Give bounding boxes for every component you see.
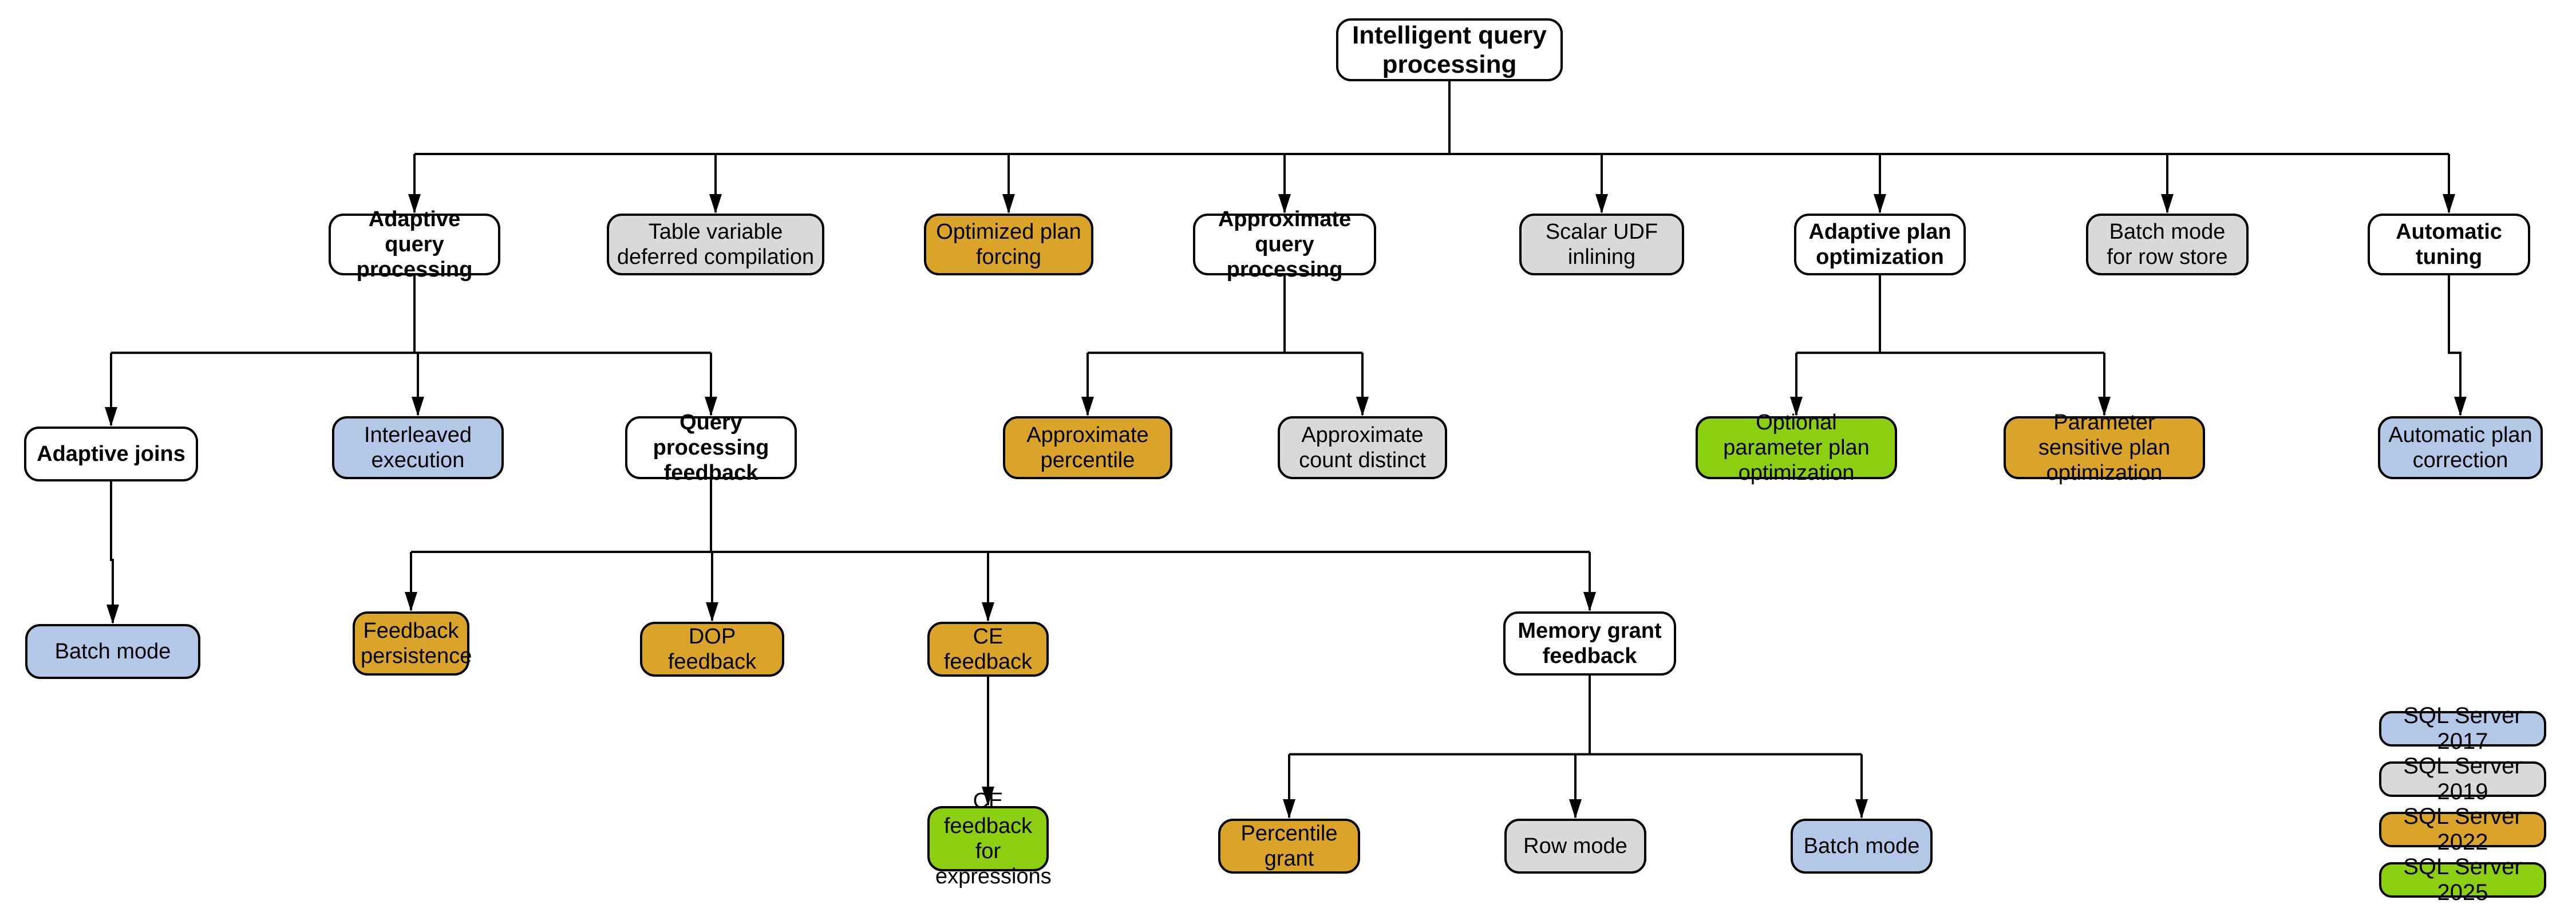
node-label: Automatic plan correction — [2388, 423, 2532, 472]
legend-item-sql-server-2019: SQL Server 2019 — [2379, 753, 2546, 804]
node-label: Optional parameter plan optimization — [1723, 410, 1870, 485]
arrowhead-memory-grant-feedback — [1583, 592, 1596, 611]
arrowhead-row-mode — [1569, 799, 1582, 819]
node-approximate-percentile[interactable]: Approximate percentile — [1003, 416, 1172, 479]
node-label: DOP feedback — [667, 624, 757, 674]
node-parameter-sensitive-plan-optimization[interactable]: Parameter sensitive plan optimization — [2004, 410, 2205, 485]
node-adaptive-joins[interactable]: Adaptive joins — [24, 427, 198, 481]
node-label: Batch mode — [54, 639, 171, 664]
node-label: Optimized plan forcing — [936, 219, 1081, 269]
node-batch-mode[interactable]: Batch mode — [25, 624, 200, 679]
arrowhead-batch-mode — [106, 605, 119, 624]
node-label: Intelligent query processing — [1352, 21, 1547, 78]
arrowhead-adaptive-plan-optimization — [1874, 194, 1886, 214]
node-ce-feedback[interactable]: CE feedback — [927, 622, 1049, 677]
legend-item-sql-server-2022: SQL Server 2022 — [2379, 804, 2546, 855]
node-label: Adaptive plan optimization — [1808, 219, 1951, 269]
node-label: CE feedback — [943, 624, 1033, 674]
arrowhead-batch-mode — [1855, 799, 1868, 819]
node-label: Batch mode — [1803, 834, 1920, 858]
arrowhead-feedback-persistence — [405, 592, 417, 611]
node-optional-parameter-plan-optimization[interactable]: Optional parameter plan optimization — [1696, 410, 1897, 485]
node-scalar-udf-inlining[interactable]: Scalar UDF inlining — [1519, 214, 1684, 275]
arrowhead-interleaved-execution — [412, 397, 424, 416]
node-label: Adaptive joins — [37, 441, 185, 466]
node-batch-mode-for-row-store[interactable]: Batch mode for row store — [2086, 214, 2249, 275]
node-label: Approximate query processing — [1218, 207, 1352, 282]
node-label: Adaptive query processing — [356, 207, 473, 282]
node-label: Automatic tuning — [2396, 219, 2502, 269]
node-label: Interleaved execution — [364, 423, 472, 472]
node-label: Feedback persistence — [361, 618, 472, 668]
legend-label: SQL Server 2022 — [2403, 804, 2522, 855]
node-intelligent-query-processing[interactable]: Intelligent query processing — [1336, 18, 1563, 81]
legend-item-sql-server-2017: SQL Server 2017 — [2379, 703, 2546, 754]
arrowhead-approximate-count-distinct — [1356, 397, 1369, 416]
arrowhead-optimized-plan-forcing — [1002, 194, 1015, 214]
node-label: Scalar UDF inlining — [1545, 219, 1658, 269]
arrowhead-scalar-udf-inlining — [1595, 194, 1608, 214]
arrowhead-dop-feedback — [706, 602, 718, 622]
node-query-processing-feedback[interactable]: Query processing feedback — [625, 410, 797, 485]
node-optimized-plan-forcing[interactable]: Optimized plan forcing — [924, 214, 1093, 275]
node-label: Batch mode for row store — [2107, 219, 2228, 269]
arrowhead-percentile-grant — [1283, 799, 1295, 819]
node-batch-mode[interactable]: Batch mode — [1791, 819, 1933, 874]
node-label: CE feedback for expressions — [935, 788, 1052, 889]
node-ce-feedback-for-expressions[interactable]: CE feedback for expressions — [927, 789, 1052, 889]
node-adaptive-plan-optimization[interactable]: Adaptive plan optimization — [1794, 214, 1966, 275]
edge-automatic-tuning-to-automatic-plan-correction — [2448, 275, 2462, 415]
legend-label: SQL Server 2017 — [2403, 703, 2522, 754]
node-adaptive-query-processing[interactable]: Adaptive query processing — [329, 207, 500, 282]
legend-label: SQL Server 2019 — [2403, 753, 2522, 804]
node-automatic-plan-correction[interactable]: Automatic plan correction — [2378, 416, 2543, 479]
arrowhead-ce-feedback — [982, 602, 994, 622]
node-approximate-query-processing[interactable]: Approximate query processing — [1193, 207, 1376, 282]
arrowhead-automatic-plan-correction — [2454, 397, 2467, 416]
node-label: Parameter sensitive plan optimization — [2038, 410, 2171, 485]
node-percentile-grant[interactable]: Percentile grant — [1218, 819, 1360, 874]
arrowhead-adaptive-joins — [105, 407, 117, 427]
legend-label: SQL Server 2025 — [2403, 854, 2522, 905]
node-row-mode[interactable]: Row mode — [1504, 819, 1646, 874]
node-approximate-count-distinct[interactable]: Approximate count distinct — [1278, 416, 1447, 479]
edge-adaptive-joins-to-batch-mode — [110, 481, 114, 623]
arrowhead-automatic-tuning — [2443, 194, 2455, 214]
node-label: Approximate percentile — [1026, 423, 1149, 472]
legend-item-sql-server-2025: SQL Server 2025 — [2379, 854, 2546, 905]
node-label: Table variable deferred compilation — [617, 219, 815, 269]
node-table-variable-deferred-compilation[interactable]: Table variable deferred compilation — [607, 214, 824, 275]
node-interleaved-execution[interactable]: Interleaved execution — [332, 416, 504, 479]
arrowhead-batch-mode-for-row-store — [2161, 194, 2174, 214]
node-automatic-tuning[interactable]: Automatic tuning — [2368, 214, 2530, 275]
node-label: Approximate count distinct — [1299, 423, 1426, 472]
node-label: Memory grant feedback — [1518, 618, 1662, 668]
arrowhead-approximate-percentile — [1081, 397, 1094, 416]
arrowhead-table-variable-deferred-compilation — [709, 194, 722, 214]
node-feedback-persistence[interactable]: Feedback persistence — [353, 611, 472, 676]
node-label: Query processing feedback — [653, 410, 769, 485]
node-label: Row mode — [1523, 834, 1627, 858]
node-memory-grant-feedback[interactable]: Memory grant feedback — [1503, 611, 1676, 676]
node-label: Percentile grant — [1240, 821, 1338, 871]
node-dop-feedback[interactable]: DOP feedback — [640, 622, 784, 677]
